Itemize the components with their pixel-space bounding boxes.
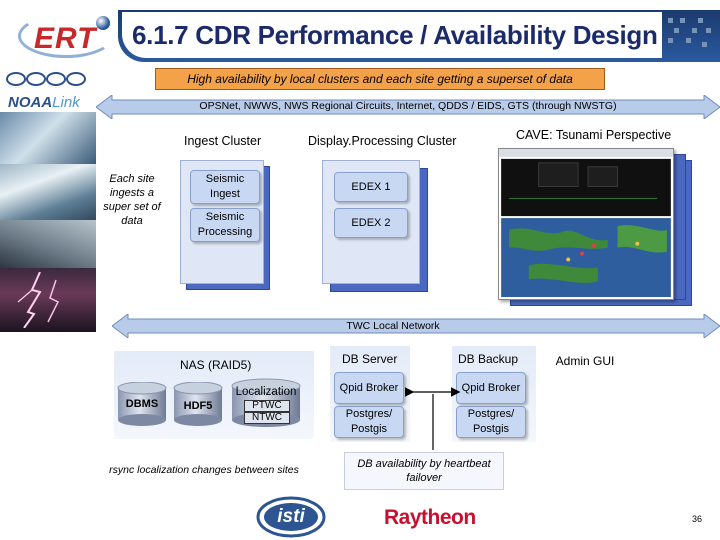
ert-globe-icon <box>96 16 110 30</box>
noaa-text: NOAA <box>8 94 53 111</box>
edex-1-node: EDEX 1 <box>334 172 408 202</box>
dbms-cylinder-icon <box>117 382 167 426</box>
cave-tsunami-screenshot <box>498 148 674 300</box>
cave-label: CAVE: Tsunami Perspective <box>516 128 672 142</box>
rsync-caption: rsync localization changes between sites <box>109 464 299 476</box>
header-grid-pattern <box>664 16 714 52</box>
superset-data-note: Each site ingests a super set of data <box>103 173 161 227</box>
dbms-label: DBMS <box>125 398 159 410</box>
db-server-postgres: Postgres/ Postgis <box>334 406 404 438</box>
noaa-ring-icon <box>6 72 26 86</box>
nas-label: NAS (RAID5) <box>180 358 252 372</box>
high-availability-banner: High availability by local clusters and … <box>155 68 605 90</box>
db-availability-note: DB availability by heartbeat failover <box>344 452 504 490</box>
noaa-link-logo <box>0 70 98 112</box>
db-server-qpid-broker: Qpid Broker <box>334 372 404 404</box>
ntwc-label: NTWC <box>244 412 290 424</box>
ingest-cluster-label: Ingest Cluster <box>184 134 262 148</box>
lan-network-arrow <box>112 314 720 338</box>
admin-gui-label: Admin GUI <box>542 344 628 378</box>
noaa-ring-icon <box>46 72 66 86</box>
noaa-link-text: NOAALink <box>8 94 80 111</box>
seismic-processing-node: Seismic Processing <box>190 208 260 242</box>
localization-label: Localization <box>235 386 297 398</box>
wan-network-arrow <box>96 95 720 119</box>
hdf5-label: HDF5 <box>183 400 213 412</box>
hdf5-cylinder-icon <box>173 382 223 426</box>
db-backup-postgres: Postgres/ Postgis <box>456 406 526 438</box>
wan-network-label: OPSNet, NWWS, NWS Regional Circuits, Int… <box>199 100 617 112</box>
db-backup-qpid-broker: Qpid Broker <box>456 372 526 404</box>
title-box <box>122 12 662 58</box>
isti-logo <box>256 496 326 538</box>
page-number: 36 <box>692 514 703 524</box>
noaa-ring-icon <box>66 72 86 86</box>
seismic-ingest-node: Seismic Ingest <box>190 170 260 204</box>
link-text: Link <box>52 94 80 111</box>
slide-title: 6.1.7 CDR Performance / Availability Des… <box>132 20 658 50</box>
ocean-wave-photo <box>0 164 96 220</box>
raytheon-logo: Raytheon <box>384 506 476 529</box>
lightning-bolt-icon <box>17 272 60 328</box>
noaa-ring-icon <box>26 72 46 86</box>
ert-logo-text: ERT <box>34 22 97 55</box>
db-server-label: DB Server <box>342 352 398 366</box>
storm-cloud-photo <box>0 112 96 164</box>
ert-swoosh <box>18 14 114 58</box>
lan-network-label: TWC Local Network <box>346 320 440 332</box>
edex-2-node: EDEX 2 <box>334 208 408 238</box>
db-backup-label: DB Backup <box>458 352 519 366</box>
failover-arrows <box>404 387 461 450</box>
tornado-photo <box>0 220 96 268</box>
ptwc-label: PTWC <box>244 400 290 412</box>
ert-logo: ERT <box>8 8 116 58</box>
isti-logo-text: isti <box>277 506 305 527</box>
display-cluster-label: Display.Processing Cluster <box>308 134 457 148</box>
